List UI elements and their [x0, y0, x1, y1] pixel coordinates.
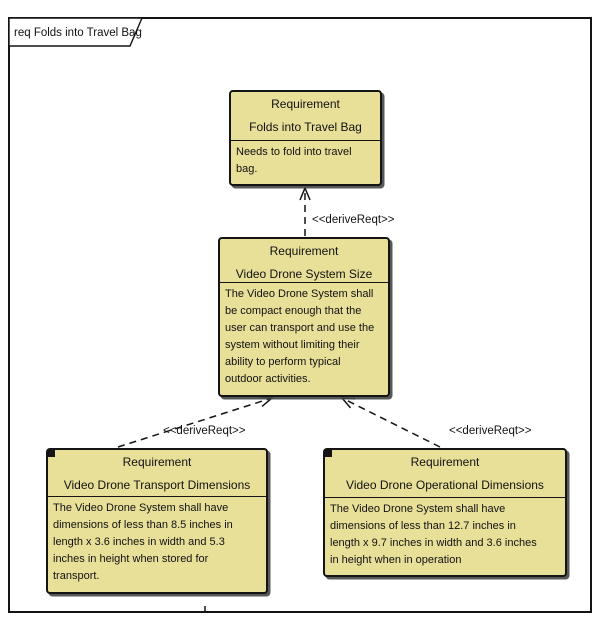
requirement-kind-label: Requirement: [122, 455, 192, 469]
req-body-line: in height when in operation: [330, 554, 462, 566]
diagram-frame-border: [8, 17, 592, 613]
req-body-line: Needs to fold into travel: [236, 146, 352, 158]
requirement-body: The Video Drone System shall be compact …: [220, 283, 388, 391]
req-body-line: The Video Drone System shall have: [330, 503, 506, 515]
req-body-line: system without limiting their: [225, 339, 360, 351]
derive-reqt-connector-3[interactable]: [340, 397, 441, 448]
derive-reqt-stereotype-label: <<deriveReqt>>: [163, 425, 246, 437]
req-body-line: bag.: [236, 163, 258, 175]
derive-reqt-connector-2[interactable]: [117, 396, 274, 448]
req-body-line: user can transport and use the: [225, 322, 375, 334]
derive-reqt-stereotype-label: <<deriveReqt>>: [449, 425, 532, 437]
req-body-line: length x 9.7 inches in width and 3.6 inc…: [330, 537, 537, 549]
requirement-box-video-drone-transport-dimensions[interactable]: Requirement Video Drone Transport Dimens…: [46, 448, 268, 594]
derive-reqt-stereotype-label: <<deriveReqt>>: [312, 214, 395, 226]
requirement-body: Needs to fold into travel bag.: [231, 141, 380, 181]
requirement-kind-label: Requirement: [410, 455, 480, 469]
req-body-line: dimensions of less than 8.5 inches in: [53, 519, 233, 531]
requirement-header: Requirement Video Drone System Size: [220, 239, 388, 283]
requirement-header: Requirement Video Drone Operational Dime…: [325, 450, 565, 498]
corner-marker-icon: [48, 450, 55, 457]
requirement-body: The Video Drone System shall have dimens…: [325, 498, 565, 572]
requirement-header: Requirement Folds into Travel Bag: [231, 92, 380, 141]
req-body-line: The Video Drone System shall: [225, 288, 374, 300]
diagram-frame-label: req Folds into Travel Bag: [14, 27, 142, 39]
req-body-line: transport.: [53, 570, 100, 582]
req-body-line: ability to perform typical: [225, 356, 341, 368]
req-body-line: outdoor activities.: [225, 373, 311, 385]
frame-name-tab: [8, 17, 144, 47]
req-body-line: dimensions of less than 12.7 inches in: [330, 520, 516, 532]
req-body-line: inches in height when stored for: [53, 553, 209, 565]
requirement-kind-label: Requirement: [269, 244, 339, 258]
req-body-line: be compact enough that the: [225, 305, 362, 317]
requirement-kind-label: Requirement: [271, 97, 340, 111]
requirement-header: Requirement Video Drone Transport Dimens…: [48, 450, 266, 497]
corner-marker-icon: [325, 450, 332, 457]
req-body-line: The Video Drone System shall have: [53, 502, 229, 514]
requirement-name: Video Drone Transport Dimensions: [63, 478, 251, 492]
requirement-body: The Video Drone System shall have dimens…: [48, 497, 266, 588]
req-body-line: length x 3.6 inches in width and 5.3: [53, 536, 225, 548]
requirement-box-video-drone-system-size[interactable]: Requirement Video Drone System Size The …: [218, 237, 390, 397]
requirement-name: Video Drone System Size: [235, 267, 373, 281]
requirement-box-video-drone-operational-dimensions[interactable]: Requirement Video Drone Operational Dime…: [323, 448, 567, 577]
requirement-name: Video Drone Operational Dimensions: [346, 478, 544, 492]
requirement-name: Folds into Travel Bag: [249, 120, 362, 134]
requirement-box-folds-into-travel-bag[interactable]: Requirement Folds into Travel Bag Needs …: [229, 90, 382, 186]
